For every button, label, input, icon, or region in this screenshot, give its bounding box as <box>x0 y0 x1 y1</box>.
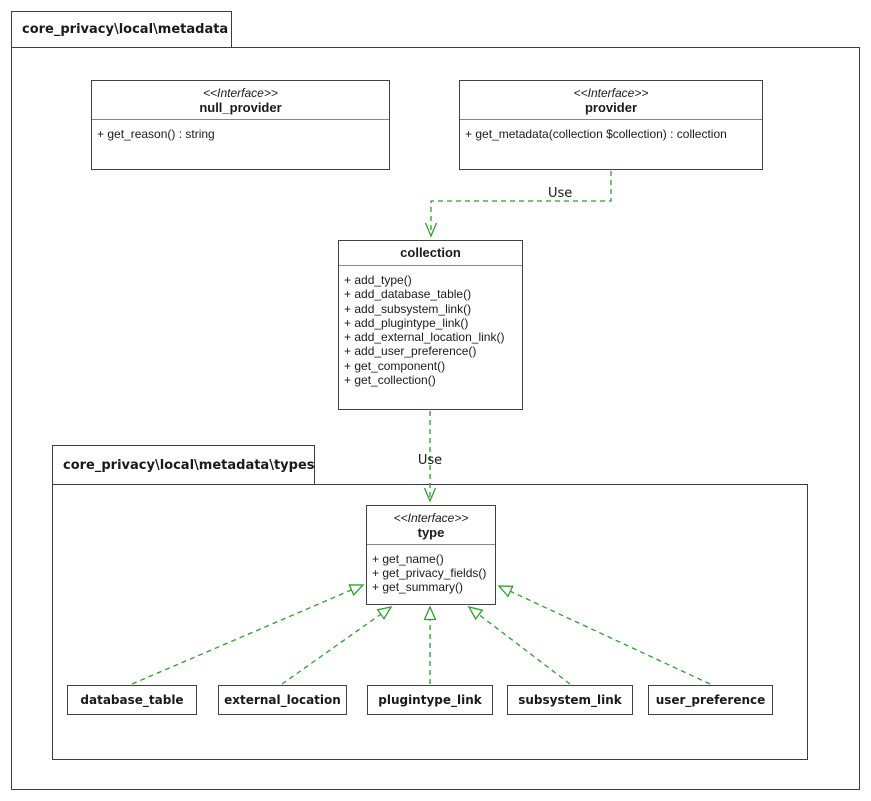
interface-null-provider: <<Interface>> null_provider + get_reason… <box>91 80 390 170</box>
package-core-privacy-local-metadata-body <box>11 47 860 790</box>
interface-type: <<Interface>> type + get_name() + get_pr… <box>366 505 496 605</box>
method-item: + get_collection() <box>344 373 436 388</box>
method-item: + get_metadata(collection $collection) :… <box>465 126 727 141</box>
method-item: + get_name() <box>372 551 444 566</box>
class-collection-header: collection <box>339 241 522 266</box>
stereotype-label: <<Interface>> <box>573 86 649 100</box>
package-types-tab: core_privacy\local\metadata\types <box>52 445 315 485</box>
package-label: core_privacy\local\metadata\types <box>63 457 315 473</box>
package-core-privacy-local-metadata-tab: core_privacy\local\metadata <box>11 11 232 48</box>
class-collection-methods: + add_type() + add_database_table() + ad… <box>339 266 522 387</box>
method-item: + add_type() <box>344 273 412 287</box>
class-user-preference: user_preference <box>648 685 773 715</box>
method-item: + add_plugintype_link() <box>344 315 469 330</box>
class-name: external_location <box>224 693 341 707</box>
interface-provider: <<Interface>> provider + get_metadata(co… <box>459 80 763 170</box>
class-name: subsystem_link <box>518 693 622 707</box>
interface-null-provider-header: <<Interface>> null_provider <box>92 81 389 120</box>
class-subsystem-link: subsystem_link <box>507 685 633 715</box>
interface-null-provider-methods: + get_reason() : string <box>92 120 389 141</box>
method-item: + add_external_location_link() <box>344 330 505 345</box>
class-name: user_preference <box>655 693 766 707</box>
method-item: + add_database_table() <box>344 287 472 302</box>
stereotype-label: <<Interface>> <box>393 511 469 525</box>
class-name: type <box>417 525 445 540</box>
interface-type-methods: + get_name() + get_privacy_fields() + ge… <box>367 545 495 595</box>
class-external-location: external_location <box>218 685 347 715</box>
method-item: + get_reason() : string <box>97 126 215 141</box>
class-name: plugintype_link <box>378 693 482 707</box>
interface-provider-header: <<Interface>> provider <box>460 81 762 120</box>
method-item: + get_component() <box>344 358 446 373</box>
method-item: + get_privacy_fields() <box>372 565 487 580</box>
package-label: core_privacy\local\metadata <box>22 22 229 37</box>
interface-type-header: <<Interface>> type <box>367 506 495 545</box>
class-database-table: database_table <box>67 685 197 715</box>
class-name: database_table <box>80 693 184 707</box>
method-item: + add_subsystem_link() <box>344 301 472 316</box>
method-item: + get_summary() <box>372 580 464 595</box>
method-item: + add_user_preference() <box>344 344 477 359</box>
stereotype-label: <<Interface>> <box>203 86 278 100</box>
class-name: provider <box>584 100 637 115</box>
class-collection: collection + add_type() + add_database_t… <box>338 240 523 410</box>
interface-provider-methods: + get_metadata(collection $collection) :… <box>460 120 762 141</box>
class-plugintype-link: plugintype_link <box>367 685 493 715</box>
class-name: null_provider <box>199 100 282 115</box>
